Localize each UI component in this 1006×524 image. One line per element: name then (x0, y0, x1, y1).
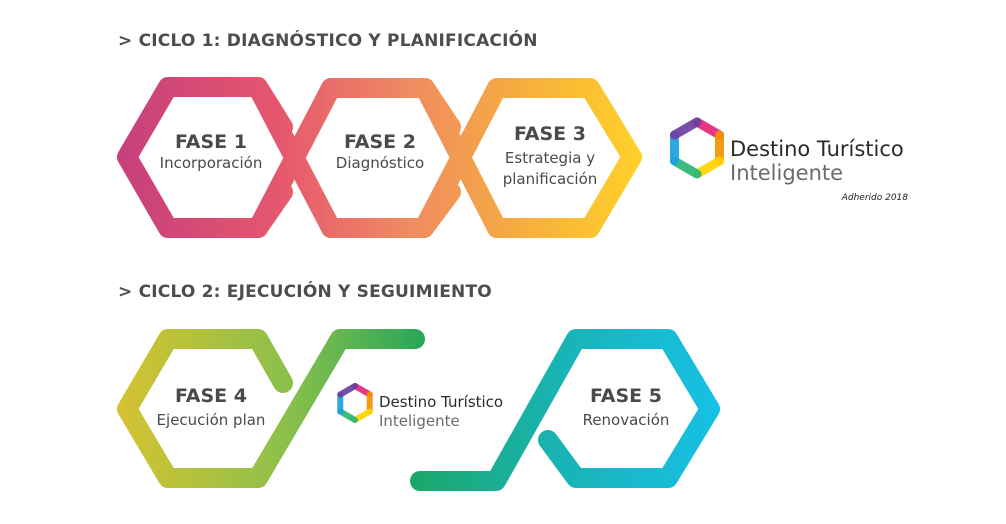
phase-1-label: FASE 1 Incorporación (160, 131, 263, 172)
cycle-1-crossing (414, 78, 507, 238)
phase-4-title: FASE 4 (175, 385, 247, 407)
hexagon-segment (337, 383, 358, 398)
phase-3-desc-line-1: Estrategia y (505, 149, 595, 167)
phase-5-hexagon (410, 329, 720, 491)
logo-small: Destino Turístico Inteligente (337, 383, 503, 430)
phase-5-desc: Renovación (583, 411, 670, 429)
phase-2-title: FASE 2 (344, 131, 416, 153)
cycle-1-title: > CICLO 1: DIAGNÓSTICO Y PLANIFICACIÓN (118, 31, 538, 51)
phase-3-title: FASE 3 (514, 123, 586, 145)
hexagon-logo-icon (337, 383, 373, 423)
phase-5-label: FASE 5 Renovación (583, 385, 670, 429)
phase-4-hexagon (117, 329, 425, 488)
hexagon-segment (669, 117, 702, 140)
logo-large: Destino Turístico Inteligente Adherido 2… (669, 117, 909, 203)
phase-2-desc: Diagnóstico (336, 154, 424, 172)
logo-large-note: Adherido 2018 (841, 193, 909, 203)
phase-1-desc: Incorporación (160, 154, 263, 172)
phase-3-hexagon (487, 78, 642, 238)
cycle-2-right-band (410, 329, 720, 491)
phase-3-desc-line-2: planificación (503, 170, 598, 188)
hexagon-ring (669, 117, 725, 179)
phase-4-label: FASE 4 Ejecución plan (157, 385, 266, 429)
hexagon-ring (337, 383, 373, 423)
cycle-1-crossing (248, 78, 341, 238)
cycle-2-left-band (117, 329, 425, 488)
phase-2-label: FASE 2 Diagnóstico (336, 131, 424, 172)
phase-4-desc: Ejecución plan (157, 411, 266, 429)
logo-small-line-2: Inteligente (379, 412, 460, 430)
logo-small-line-1: Destino Turístico (379, 393, 503, 411)
logo-large-line-1: Destino Turístico (730, 137, 904, 161)
hexagon-logo-icon (669, 117, 725, 179)
logo-large-line-2: Inteligente (730, 161, 843, 185)
phase-1-title: FASE 1 (175, 131, 247, 153)
cycle-1-band (117, 77, 642, 238)
phase-3-label: FASE 3 Estrategia y planificación (503, 123, 598, 188)
phase-5-title: FASE 5 (590, 385, 662, 407)
cycle-2-title: > CICLO 2: EJECUCIÓN Y SEGUIMIENTO (118, 282, 492, 302)
